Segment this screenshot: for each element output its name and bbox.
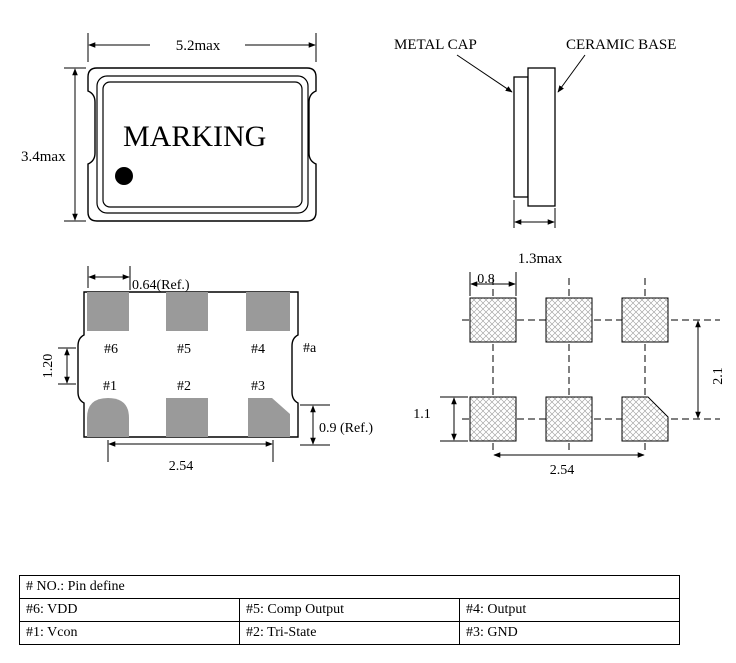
bottom-view: #6 #5 #4 #1 #2 #3 #a 0.64(Ref.) 1.20 0.9… xyxy=(41,266,373,474)
pitch-y-label: 1.20 xyxy=(41,354,56,379)
table-cell: #2: Tri-State xyxy=(239,621,460,645)
metal-cap-leader xyxy=(456,54,513,93)
table-row: #1: Vcon #2: Tri-State #3: GND xyxy=(19,621,680,645)
bottom-package-outline xyxy=(77,291,299,438)
table-cell: #4: Output xyxy=(459,598,680,622)
land-pad-3 xyxy=(621,396,669,442)
pad-3 xyxy=(248,398,290,437)
pin-label-2: #2 xyxy=(177,379,191,394)
land-pad-1 xyxy=(469,396,517,442)
metal-cap-profile xyxy=(513,76,529,198)
ceramic-base-profile xyxy=(527,67,556,207)
table-cell: #3: GND xyxy=(459,621,680,645)
pin1-indicator-dot xyxy=(115,167,133,185)
pin-label-3: #3 xyxy=(251,379,265,394)
land-pad-5 xyxy=(545,297,593,343)
pin-define-table: # NO.: Pin define #6: VDD #5: Comp Outpu… xyxy=(19,575,680,645)
land-pad-4 xyxy=(621,297,669,343)
pad-4 xyxy=(246,292,290,331)
table-cell: #6: VDD xyxy=(19,598,240,622)
land-pad-height-label: 1.1 xyxy=(413,407,431,422)
pad-2 xyxy=(166,398,208,437)
table-row: #6: VDD #5: Comp Output #4: Output xyxy=(19,598,680,622)
top-view: MARKING 5.2max 3.4max xyxy=(20,33,317,222)
width-label: 5.2max xyxy=(176,38,221,54)
ceramic-base-label: CERAMIC BASE xyxy=(566,37,676,53)
land-pad-6 xyxy=(469,297,517,343)
ceramic-base-leader xyxy=(557,54,586,93)
land-pitch-x-label: 2.54 xyxy=(550,463,575,478)
side-view: METAL CAP CERAMIC BASE 1.3max xyxy=(394,37,676,267)
metal-cap-label: METAL CAP xyxy=(394,37,477,53)
land-pattern: 0.8 1.1 2.1 2.54 xyxy=(413,272,726,478)
pin-label-1: #1 xyxy=(103,379,117,394)
pin-label-6: #6 xyxy=(104,342,118,357)
pin-label-4: #4 xyxy=(251,342,265,357)
land-pitch-y-label: 2.1 xyxy=(711,367,726,385)
oscillator-package-drawing: MARKING 5.2max 3.4max METAL CAP CERAMIC … xyxy=(20,33,726,478)
table-cell: #5: Comp Output xyxy=(239,598,460,622)
pad-width-label: 0.64(Ref.) xyxy=(132,278,190,293)
pad-height-label: 0.9 (Ref.) xyxy=(319,421,373,436)
pin-index-label: #a xyxy=(303,341,317,356)
table-header-cell: # NO.: Pin define xyxy=(19,575,680,599)
land-pad-2 xyxy=(545,396,593,442)
pad-1 xyxy=(87,398,129,437)
pitch-x-label: 2.54 xyxy=(169,459,194,474)
pad-6 xyxy=(87,292,129,331)
metal-lid-outline xyxy=(96,75,309,214)
table-header-row: # NO.: Pin define xyxy=(19,575,680,599)
land-pad-width-label: 0.8 xyxy=(477,272,495,287)
pin-label-5: #5 xyxy=(177,342,191,357)
package-outline xyxy=(87,67,317,222)
metal-lid-inner xyxy=(102,81,303,208)
marking-text: MARKING xyxy=(123,120,266,153)
pad-5 xyxy=(166,292,208,331)
table-cell: #1: Vcon xyxy=(19,621,240,645)
thickness-label: 1.3max xyxy=(518,251,563,267)
height-label: 3.4max xyxy=(21,149,66,165)
